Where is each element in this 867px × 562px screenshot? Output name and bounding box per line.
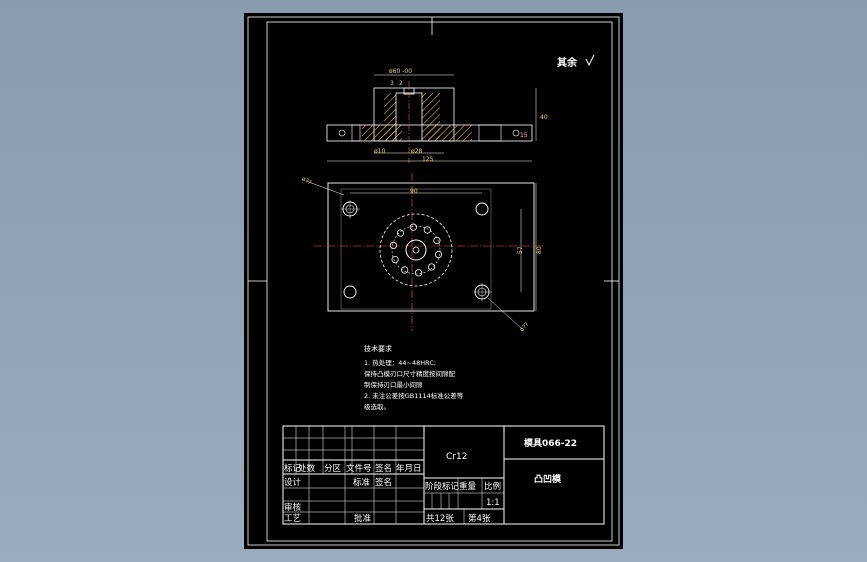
tb-row-standard: 标准 — [353, 477, 371, 488]
tb-col-count: 处数 — [298, 463, 316, 474]
tb-col-mark: 标记 — [284, 463, 302, 474]
dim-d28: ø28 — [411, 148, 422, 155]
plan-view — [305, 173, 544, 331]
tb-row-process: 工艺 — [284, 514, 301, 524]
tb-col-doc: 文件号 — [346, 463, 372, 474]
dim-width-90: 90 — [410, 188, 418, 195]
dim-d10: ø10 — [374, 148, 385, 155]
punch-hole — [409, 223, 417, 231]
dim-height-57: 57 — [517, 246, 524, 254]
tb-row-sign: 签名 — [375, 477, 392, 488]
dim-height-80: 80 — [536, 246, 543, 254]
dim-h15: 15 — [520, 132, 528, 139]
dim-hole-left: ø?? — [300, 175, 312, 186]
dim-width-125: 125 — [422, 156, 434, 163]
tech-req-line-5: 级选取。 — [364, 402, 390, 411]
tb-material: Cr12 — [446, 452, 467, 462]
tb-scale-value: 1:1 — [486, 498, 500, 508]
tech-req-line-1: 1. 热处理：44~48HRC; — [364, 358, 436, 367]
title-block — [282, 425, 605, 525]
punch-hole — [434, 250, 443, 259]
punch-hole — [391, 255, 399, 264]
tb-part-name: 凸凹模 — [534, 473, 562, 485]
drawing-sheet: 其余 ø60 -00 — [244, 13, 623, 549]
roughness-note: 其余 — [557, 56, 578, 69]
tb-row-approve: 批准 — [354, 513, 372, 524]
punch-hole — [401, 266, 409, 274]
tech-req-title: 技术要求 — [364, 344, 392, 353]
inner-border — [266, 21, 613, 542]
punch-hole — [396, 229, 405, 237]
tb-scale-label: 比例 — [484, 481, 501, 492]
tb-sheet-no: 第4张 — [468, 513, 491, 524]
punch-hole — [415, 269, 423, 277]
punch-hole — [423, 226, 431, 234]
dim-top-width: ø60 -00 — [389, 68, 412, 75]
tech-req-line-2: 保持凸模刃口尺寸精度按间隙配 — [364, 369, 456, 378]
roughness-symbol-icon — [585, 54, 595, 67]
tb-stage-mark: 阶段标记 — [425, 481, 460, 492]
tb-sheets-total: 共12张 — [426, 514, 454, 524]
tech-req-line-4: 2. 未注公差按GB1114标准公差等 — [364, 391, 464, 400]
drawing-canvas: 其余 ø60 -00 — [247, 16, 620, 546]
punch-hole — [389, 241, 398, 250]
tech-req-line-3: 制保持刃口最小间隙 — [364, 380, 423, 389]
tb-col-sign: 签名 — [375, 463, 392, 474]
punch-hole — [433, 236, 441, 245]
tb-col-zone: 分区 — [324, 464, 342, 474]
tb-row-review: 审核 — [284, 502, 302, 513]
tb-col-date: 年月日 — [396, 463, 422, 474]
dim-hole-right: ø?? — [518, 321, 530, 333]
tb-drawing-no: 模具066-22 — [524, 437, 577, 449]
dim-height-40: 40 — [540, 114, 548, 121]
dim-2: 2 — [399, 80, 403, 87]
tb-weight: 重量 — [459, 481, 477, 492]
punch-hole — [427, 263, 436, 271]
punch-holes — [389, 223, 443, 277]
dim-3: 3 — [390, 80, 394, 87]
section-view — [326, 74, 537, 163]
tb-row-design: 设计 — [284, 477, 302, 488]
